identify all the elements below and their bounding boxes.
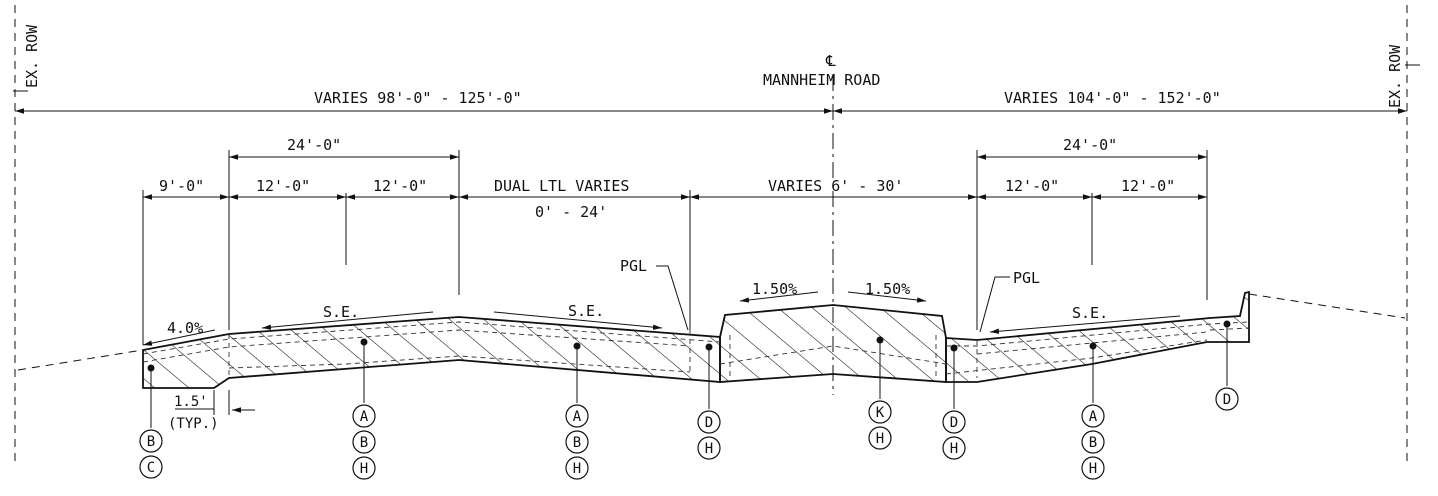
callout-circle-dual-ltl (565, 456, 589, 480)
left-overall-label: VARIES 98'-0" - 125'-0" (314, 89, 522, 107)
callout-circle-right-lanes (1081, 430, 1105, 454)
callout-circle-right-lanes (1081, 404, 1105, 428)
dual-ltl-range: 0' - 24' (535, 203, 607, 221)
callout-letter-shoulder: C (147, 460, 155, 476)
offset-note: (TYP.) (168, 416, 219, 432)
median-subbase-line (719, 345, 947, 365)
right-subbase-line (946, 321, 1250, 347)
se-right-label: S.E. (1072, 304, 1108, 322)
callout-circle-median (868, 426, 892, 450)
right-row-label: EX. ROW (1386, 44, 1404, 108)
right-lanes-total: 24'-0" (1063, 136, 1117, 154)
callout-letter-right-lanes: B (1089, 435, 1097, 451)
callout-letter-left-curb: D (705, 415, 713, 431)
left-subbase-line (142, 321, 721, 355)
callout-circle-left-curb (697, 436, 721, 460)
callout-circle-median (868, 400, 892, 424)
median-dim: VARIES 6' - 30' (768, 177, 903, 195)
callout-letter-right-lanes: A (1089, 409, 1098, 425)
offset-value: 1.5' (174, 394, 208, 410)
pgl-left-label: PGL (620, 257, 647, 275)
callout-circle-left-lanes (352, 430, 376, 454)
callout-letter-right-curb: H (950, 441, 958, 457)
callout-letter-dual-ltl: A (573, 409, 582, 425)
callout-circle-shoulder (139, 455, 163, 479)
median-slope-right: 1.50% (865, 280, 910, 298)
callout-letter-shoulder: B (147, 434, 155, 450)
median-slope-left: 1.50% (752, 280, 797, 298)
extension-lines (142, 150, 1208, 345)
shoulder-slope: 4.0% (167, 319, 203, 337)
callout-letter-median: H (876, 431, 884, 447)
right-lane-2-dim: 12'-0" (1121, 177, 1175, 195)
callout-circle-left-lanes (352, 456, 376, 480)
callout-letter-right-curb: D (950, 415, 958, 431)
callout-circle-left-lanes (352, 404, 376, 428)
left-row-label: EX. ROW (23, 24, 41, 88)
callout-circle-right-edge (1215, 387, 1239, 411)
centerline-symbol: ℄ (825, 52, 836, 70)
callout-leaders (150, 324, 1228, 428)
callout-letter-right-lanes: H (1089, 461, 1097, 477)
callout-letter-left-lanes: H (360, 461, 368, 477)
callout-circle-dual-ltl (565, 430, 589, 454)
callout-circle-shoulder (139, 429, 163, 453)
callout-letter-right-edge: D (1223, 392, 1231, 408)
callout-circle-right-curb (942, 436, 966, 460)
callout-letter-left-lanes: A (360, 409, 369, 425)
callout-circle-right-curb (942, 410, 966, 434)
se-dual-label: S.E. (568, 302, 604, 320)
right-roadway-pavement (945, 290, 1250, 383)
dual-ltl-dim: DUAL LTL VARIES (494, 177, 629, 195)
right-overall-label: VARIES 104'-0" - 152'-0" (1004, 89, 1221, 107)
right-lane-1-dim: 12'-0" (1005, 177, 1059, 195)
callout-letter-median: K (876, 405, 885, 421)
right-ground-line (1248, 293, 1406, 319)
shoulder-dim: 9'-0" (159, 177, 204, 195)
left-lane-1-dim: 12'-0" (256, 177, 310, 195)
callout-circle-right-lanes (1081, 456, 1105, 480)
callout-letter-left-curb: H (705, 441, 713, 457)
callout-letter-dual-ltl: B (573, 435, 581, 451)
callout-circle-left-curb (697, 410, 721, 434)
left-ground-line (17, 349, 144, 371)
left-lanes-total: 24'-0" (287, 136, 341, 154)
callout-dots (147, 320, 1231, 372)
pgl-right-label: PGL (1013, 269, 1040, 287)
left-lane-2-dim: 12'-0" (373, 177, 427, 195)
road-name: MANNHEIM ROAD (763, 71, 880, 89)
median-pavement (719, 304, 947, 383)
callout-letter-dual-ltl: H (573, 461, 581, 477)
callout-letter-left-lanes: B (360, 435, 368, 451)
se-left-label: S.E. (323, 303, 359, 321)
callout-circle-dual-ltl (565, 404, 589, 428)
left-roadway-pavement (142, 316, 721, 389)
